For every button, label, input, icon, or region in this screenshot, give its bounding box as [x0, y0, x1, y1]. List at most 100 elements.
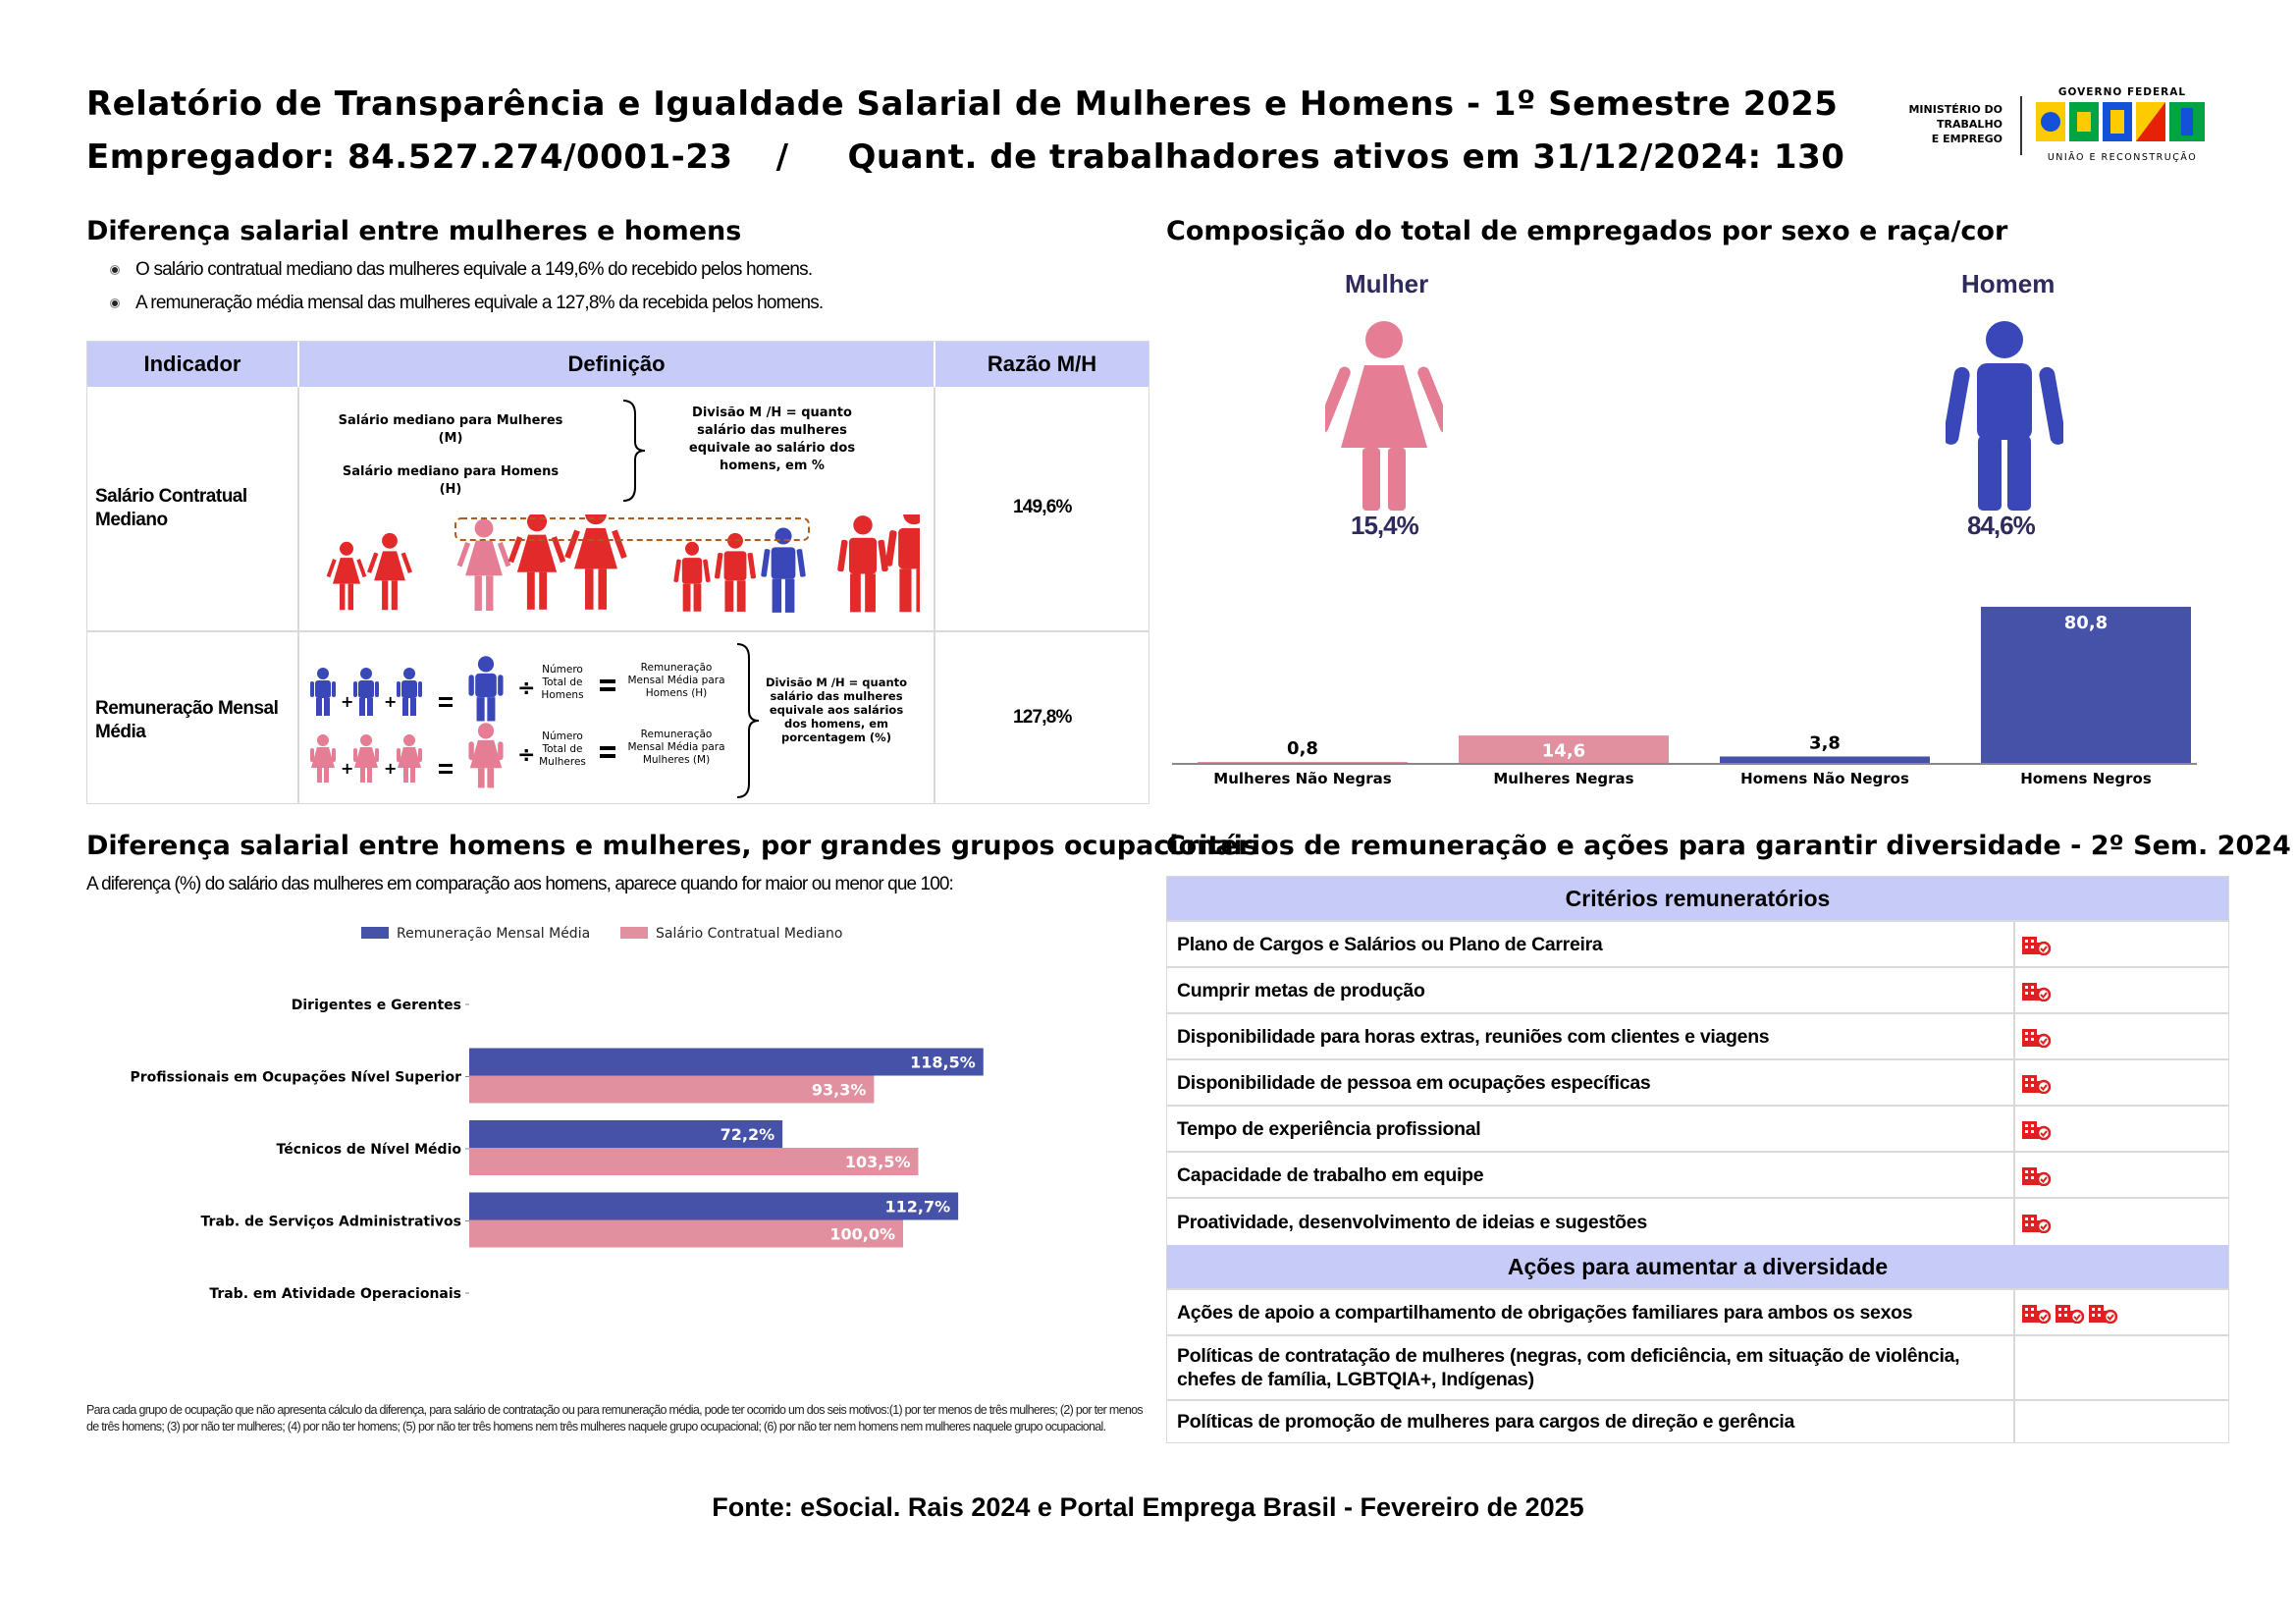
table-divider [934, 387, 935, 803]
indicator-table: Indicador Definição Razão M/H Salário Co… [86, 341, 1149, 804]
composition-bar [1981, 607, 2191, 764]
criteria-row-icons [2015, 1290, 2228, 1334]
svg-text:÷: ÷ [517, 676, 535, 701]
def-division: Divisão M /H = quanto salário das mulher… [688, 406, 856, 473]
building-check-icon [2022, 1214, 2051, 1233]
brace-icon [736, 643, 760, 798]
composition-bar [1459, 735, 1669, 764]
criteria-row-text: Disponibilidade de pessoa em ocupações e… [1167, 1060, 2015, 1105]
composition-bar-label: 14,6 [1542, 741, 1585, 762]
man-figure-icon [1946, 321, 2063, 511]
woman-figure-icon [1325, 321, 1443, 511]
criteria-row: Políticas de promoção de mulheres para c… [1167, 1401, 2228, 1442]
equals-icon [600, 679, 615, 758]
gov-logo: GOVERNO FEDERAL UNIÃO E RECONSTRUÇÃO [2034, 86, 2211, 163]
bullet-icon [110, 298, 120, 308]
def-avg-men: Remuneração Mensal Média para Homens (H) [627, 662, 725, 699]
salary-bullet: O salário contratual mediano das mulhere… [110, 259, 813, 281]
occupation-bar [469, 1148, 919, 1175]
footnote: Para cada grupo de ocupação que não apre… [86, 1403, 1144, 1434]
occupation-category-label: Técnicos de Nível Médio [277, 1142, 462, 1158]
table-divider [297, 387, 299, 803]
criteria-row-icons [2015, 1107, 2228, 1151]
occupation-category-label: Profissionais em Ocupações Nível Superio… [131, 1070, 462, 1086]
building-check-icon [2022, 1120, 2051, 1140]
actions-header: Ações para aumentar a diversidade [1167, 1245, 2228, 1290]
indicator-label: Salário Contratual Mediano [95, 486, 247, 530]
criteria-row-icons [2015, 1153, 2228, 1197]
table-divider [87, 630, 1148, 632]
composition-bar-label: 80,8 [2064, 613, 2108, 633]
criteria-row-icons [2015, 1199, 2228, 1245]
composition-category-label: Mulheres Negras [1493, 770, 1633, 787]
occupation-bar-label: 118,5% [910, 1054, 976, 1072]
criteria-row-icons [2015, 922, 2228, 966]
composition-category-label: Mulheres Não Negras [1213, 770, 1392, 787]
criteria-row: Tempo de experiência profissional [1167, 1107, 2228, 1153]
legend-swatch [361, 927, 389, 939]
criteria-row: Ações de apoio a compartilhamento de obr… [1167, 1290, 2228, 1336]
criteria-row: Proatividade, desenvolvimento de ideias … [1167, 1199, 2228, 1245]
occupation-bar-label: 103,5% [845, 1153, 911, 1171]
criteria-header: Critérios remuneratórios [1167, 877, 2228, 922]
people-illustration-icon [326, 514, 920, 613]
criteria-row: Disponibilidade de pessoa em ocupações e… [1167, 1060, 2228, 1107]
legend-label: Salário Contratual Mediano [656, 926, 842, 942]
criteria-row-icons [2015, 1014, 2228, 1058]
man-label: Homem [1961, 269, 2056, 298]
svg-text:+: + [384, 759, 397, 778]
man-percentage: 84,6% [1967, 511, 2036, 540]
criteria-row: Capacidade de trabalho em equipe [1167, 1153, 2228, 1199]
occupation-bar-label: 72,2% [721, 1125, 775, 1144]
occupation-bar-label: 100,0% [829, 1225, 895, 1244]
brasil-wordmark-icon [2036, 102, 2205, 141]
slogan: UNIÃO E RECONSTRUÇÃO [2047, 152, 2198, 163]
criteria-row: Cumprir metas de produção [1167, 968, 2228, 1014]
employer-line: Empregador: 84.527.274/0001-23 / Quant. … [86, 137, 1844, 177]
logo-divider [2020, 96, 2022, 155]
building-check-icon [2089, 1304, 2117, 1324]
occupation-bar-label: 93,3% [812, 1081, 867, 1100]
criteria-row-text: Tempo de experiência profissional [1167, 1107, 2015, 1151]
header-separator: / [775, 137, 789, 177]
occupation-bar [469, 1075, 875, 1104]
def-division: Divisão M /H = quanto salário das mulher… [765, 676, 908, 744]
source-note: Fonte: eSocial. Rais 2024 e Portal Empre… [712, 1492, 1584, 1522]
criteria-row-text: Políticas de promoção de mulheres para c… [1167, 1401, 2015, 1442]
composition-category-label: Homens Não Negros [1740, 770, 1909, 787]
legend-swatch [620, 927, 648, 939]
building-check-icon [2022, 1028, 2051, 1048]
composition-title: Composição do total de empregados por se… [1166, 216, 2008, 246]
sum-formula-icon: ++ ++ ÷ ÷ [310, 656, 535, 788]
def-men: Salário mediano para Homens (H) [342, 464, 560, 497]
occupation-category-label: Trab. de Serviços Administrativos [201, 1215, 461, 1230]
criteria-row-icons [2015, 1060, 2228, 1105]
ministry-line: MINISTÉRIO DO [1908, 103, 2002, 116]
criteria-row-text: Proatividade, desenvolvimento de ideias … [1167, 1199, 2015, 1245]
ministry-line: TRABALHO [1937, 118, 2002, 131]
woman-percentage: 15,4% [1351, 511, 1419, 540]
composition-bar [1720, 756, 1930, 764]
indicator-ratio: 127,8% [1013, 707, 1072, 728]
svg-text:÷: ÷ [517, 743, 535, 768]
criteria-row-text: Políticas de contratação de mulheres (ne… [1167, 1336, 2015, 1399]
employer-label: Empregador: 84.527.274/0001-23 [86, 137, 733, 177]
ministry-logo: MINISTÉRIO DO TRABALHO E EMPREGO [1885, 102, 2002, 146]
criteria-table: Critérios remuneratórios Plano de Cargos… [1166, 876, 2229, 1443]
legend-label: Remuneração Mensal Média [397, 926, 590, 942]
criteria-row: Plano de Cargos e Salários ou Plano de C… [1167, 922, 2228, 968]
def-total-men: Número Total de Homens [541, 664, 584, 701]
composition-category-label: Homens Negros [2020, 770, 2152, 787]
criteria-row-text: Capacidade de trabalho em equipe [1167, 1153, 2015, 1197]
occupation-bar [469, 1048, 984, 1076]
indicator-label: Remuneração Mensal Média [95, 698, 279, 742]
occupation-category-label: Dirigentes e Gerentes [292, 998, 461, 1013]
criteria-row: Políticas de contratação de mulheres (ne… [1167, 1336, 2228, 1401]
occupation-bar-label: 112,7% [884, 1198, 950, 1217]
criteria-row-text: Cumprir metas de produção [1167, 968, 2015, 1012]
building-check-icon [2022, 1074, 2051, 1094]
occupation-bar [469, 1120, 783, 1148]
indicator-ratio: 149,6% [1013, 497, 1072, 517]
bullet-text: O salário contratual mediano das mulhere… [135, 259, 813, 280]
criteria-row-icons [2015, 1401, 2228, 1442]
